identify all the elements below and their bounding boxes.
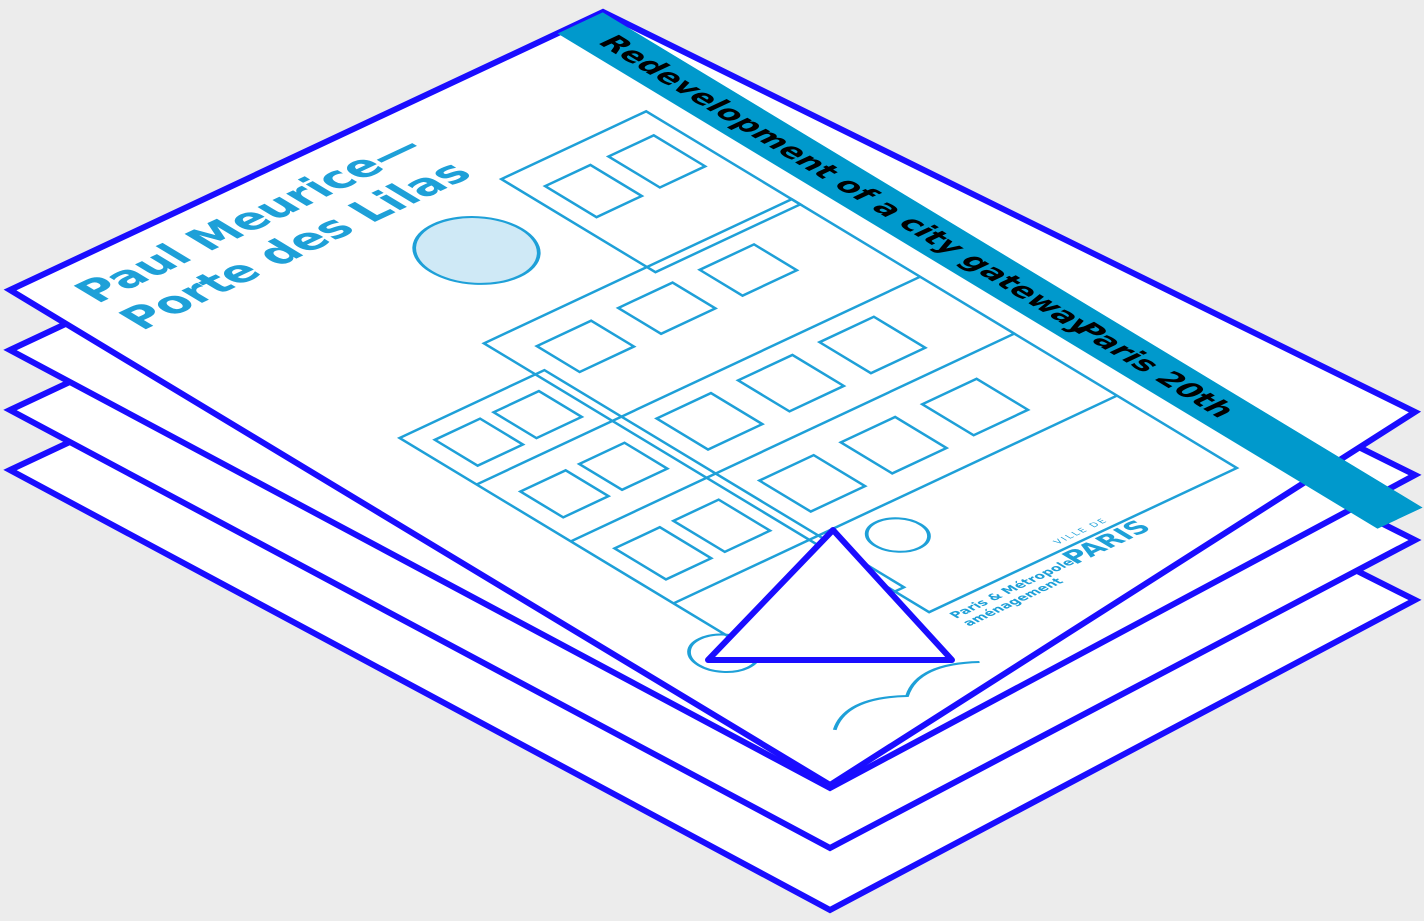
sun-icon (412, 216, 541, 285)
sheet-1 (3, 8, 1422, 789)
page-curl-icon (705, 527, 955, 663)
tree-icon (864, 517, 931, 553)
